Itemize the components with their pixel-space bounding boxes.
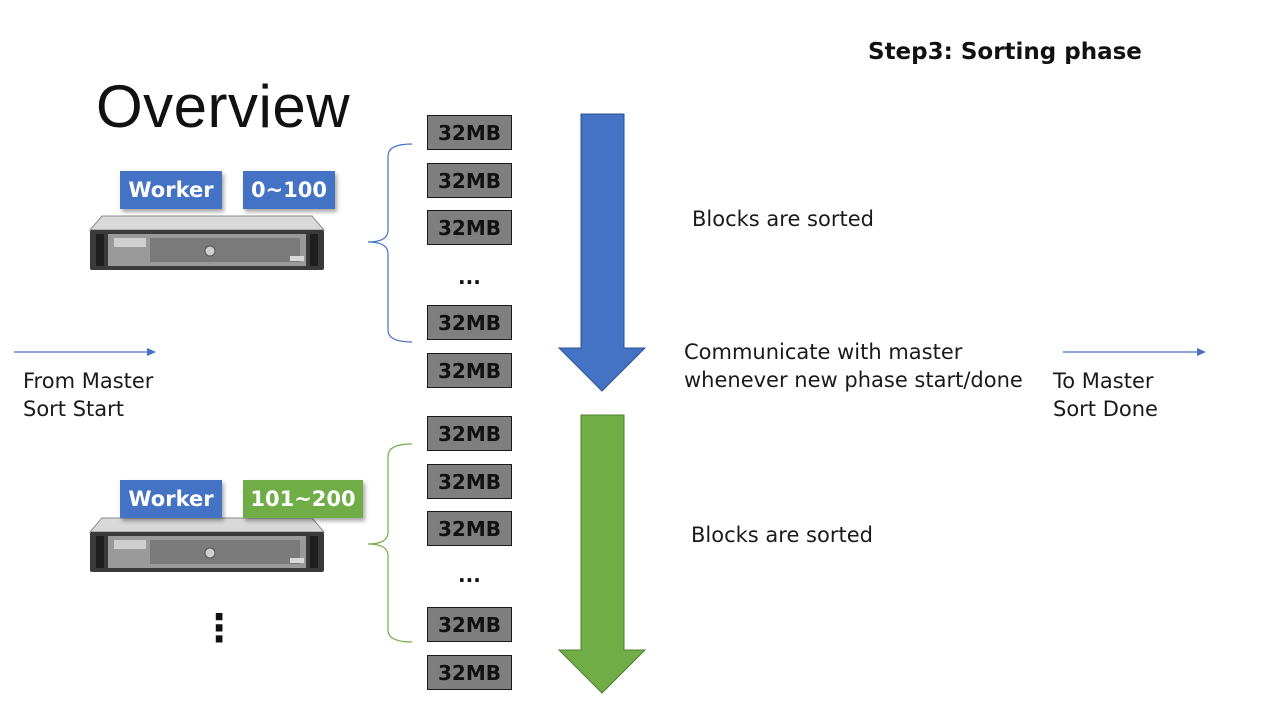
from-master-line-2: Sort Start (23, 397, 125, 421)
worker-1-range: 0~100 (243, 171, 335, 209)
worker-2-block: 32MB (427, 416, 512, 451)
worker-1-block: 32MB (427, 353, 512, 388)
worker-2-block: 32MB (427, 464, 512, 499)
slide-title: Overview (96, 73, 351, 140)
worker-1-block: 32MB (427, 305, 512, 340)
to-master-line-1: To Master (1053, 369, 1154, 393)
sort-arrow-1 (557, 113, 647, 392)
more-workers-ellipsis: ⋮ (200, 606, 238, 650)
from-master-arrowhead (147, 348, 156, 356)
worker-2-block: 32MB (427, 511, 512, 546)
sort-arrow-2 (557, 414, 647, 694)
arrow-1-caption: Blocks are sorted (692, 207, 874, 231)
communicate-line-1: Communicate with master (684, 340, 963, 364)
worker-2-range: 101~200 (243, 480, 363, 518)
from-master-line-1: From Master (23, 369, 154, 393)
worker-1-block: 32MB (427, 163, 512, 198)
worker-1-block: 32MB (427, 210, 512, 245)
worker-1-label: Worker (120, 171, 222, 209)
worker-2-block: 32MB (427, 607, 512, 642)
server-2-image (88, 517, 326, 572)
worker-1-ellipsis: ... (458, 265, 481, 289)
to-master-arrowhead (1197, 348, 1206, 356)
to-master-line-2: Sort Done (1053, 397, 1158, 421)
worker-1-block: 32MB (427, 115, 512, 150)
server-1-image (88, 215, 326, 270)
worker-2-ellipsis: ... (458, 563, 481, 587)
worker-2-block: 32MB (427, 655, 512, 690)
worker-2-label: Worker (120, 480, 222, 518)
step-heading: Step3: Sorting phase (868, 39, 1142, 65)
worker-1-bracket (367, 143, 413, 343)
communicate-line-2: whenever new phase start/done (684, 368, 1023, 392)
worker-2-bracket (367, 443, 413, 643)
arrow-2-caption: Blocks are sorted (691, 523, 873, 547)
